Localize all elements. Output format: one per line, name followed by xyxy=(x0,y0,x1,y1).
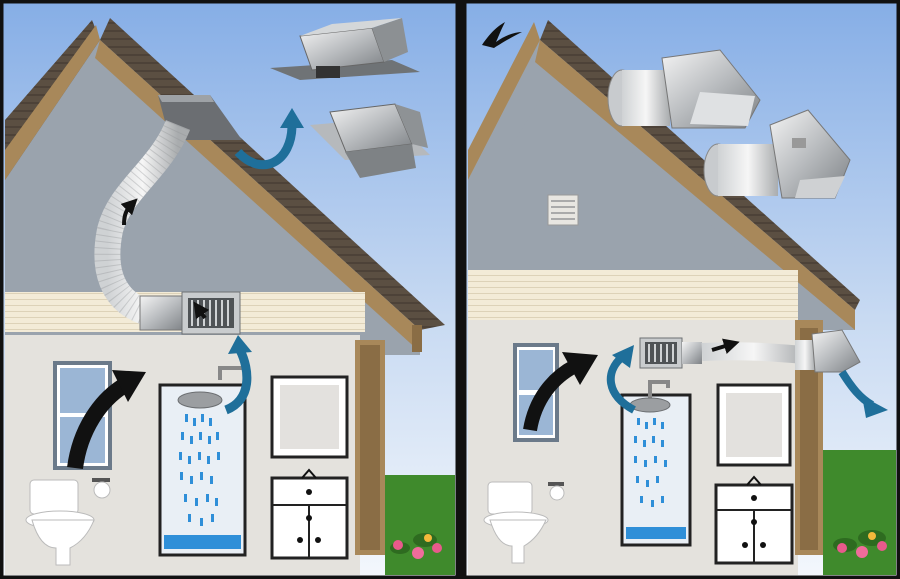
left-roof-teal-arrow-head xyxy=(280,108,304,128)
left-shower-stall xyxy=(158,366,247,557)
wall-vent-product-1 xyxy=(607,49,761,129)
right-gable-inner xyxy=(468,100,760,270)
left-fan-small-arrow xyxy=(193,301,210,320)
left-toilet-icon xyxy=(25,479,95,566)
left-grass xyxy=(385,475,455,575)
right-panel-wall-vent xyxy=(463,0,900,579)
right-shower-water xyxy=(634,418,667,507)
wall-vent-product-2 xyxy=(703,109,851,199)
left-flex-duct xyxy=(94,119,191,325)
left-shower-teal-arrow-head xyxy=(228,335,252,354)
right-duct-arrow-icon xyxy=(711,338,740,354)
left-flowers xyxy=(390,533,442,559)
left-corner-trim-inner xyxy=(360,345,380,550)
left-black-airflow-arrow-head xyxy=(112,370,146,402)
roof-cap-product-1 xyxy=(270,18,420,80)
right-exhaust-fan xyxy=(639,337,702,369)
roof-cap-product-2 xyxy=(310,103,430,178)
bird-icon xyxy=(482,22,522,48)
right-flowers xyxy=(833,530,887,558)
left-fascia xyxy=(412,325,422,352)
left-roof-teal-arrow xyxy=(234,124,297,170)
left-shower-water xyxy=(179,414,220,526)
right-vanity-cabinet xyxy=(714,475,794,565)
right-corner-trim-inner xyxy=(800,328,818,550)
right-black-airflow-arrow-head xyxy=(562,352,598,385)
right-toilet-icon xyxy=(483,481,549,564)
right-flex-duct xyxy=(701,342,806,364)
left-exhaust-fan xyxy=(139,291,241,335)
right-wall-hood-installed xyxy=(795,329,861,373)
left-roof-trim-left xyxy=(5,25,100,180)
right-black-airflow-arrow xyxy=(523,359,579,432)
left-black-airflow-arrow xyxy=(67,378,130,470)
left-mirror-glass xyxy=(280,385,339,449)
right-attic-siding xyxy=(468,270,798,320)
right-roof-trim-left xyxy=(468,22,540,180)
panel-divider xyxy=(458,0,464,579)
left-vanity-cabinet xyxy=(270,468,349,560)
right-toilet-paper-icon xyxy=(548,482,565,501)
right-exit-teal-arrow-head xyxy=(862,396,888,418)
right-shower-teal-arrow xyxy=(606,354,637,414)
left-panel-roof-vent xyxy=(0,0,459,579)
right-mirror-glass xyxy=(726,393,782,457)
left-toilet-paper-icon xyxy=(92,478,111,499)
left-shower-teal-arrow xyxy=(223,347,252,415)
left-duct-arrow-icon xyxy=(120,198,138,226)
right-shower-teal-arrow-head xyxy=(612,345,634,368)
right-gable-louver-vent xyxy=(547,194,579,226)
